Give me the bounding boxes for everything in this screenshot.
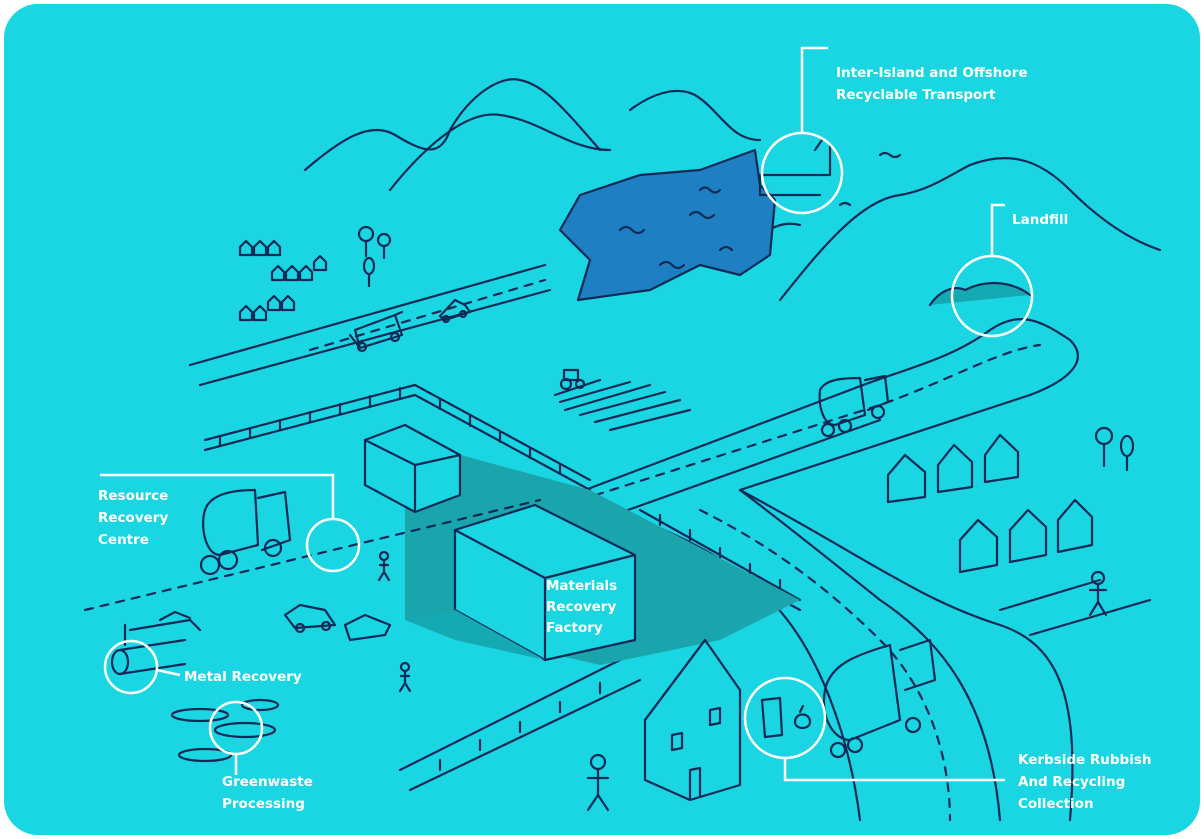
tanker-truck-left-icon bbox=[199, 488, 292, 576]
houses-right-icon bbox=[886, 433, 1094, 574]
person-icon bbox=[377, 550, 1108, 812]
label-kerbside-2: And Recycling bbox=[1018, 774, 1125, 790]
ship-icon bbox=[758, 138, 902, 207]
label-greenwaste-1: Greenwaste bbox=[222, 774, 313, 790]
warehouse-icon bbox=[363, 423, 462, 514]
hills-icon bbox=[303, 78, 1162, 302]
callout-metal bbox=[103, 639, 159, 695]
truck-icon bbox=[348, 310, 404, 353]
label-materials-2: Recovery bbox=[546, 599, 616, 615]
dashed-path bbox=[83, 498, 542, 612]
tractor-icon bbox=[559, 368, 586, 391]
collection-truck-icon bbox=[822, 638, 937, 759]
lake-icon bbox=[558, 148, 777, 302]
label-materials-1: Materials bbox=[546, 578, 617, 594]
field-rows-icon bbox=[553, 378, 692, 432]
greenwaste-icon bbox=[170, 698, 280, 763]
label-kerbside-1: Kerbside Rubbish bbox=[1018, 752, 1152, 768]
pipe-icon bbox=[110, 610, 202, 676]
label-inter-island-2: Recyclable Transport bbox=[836, 87, 996, 103]
label-inter-island-1: Inter-Island and Offshore bbox=[836, 65, 1028, 81]
top-road-icon bbox=[188, 263, 552, 387]
fence-icon bbox=[203, 383, 802, 792]
factory-building-icon bbox=[405, 503, 637, 662]
rubbish-bin-icon bbox=[760, 696, 812, 739]
landfill-mound-icon bbox=[928, 281, 1032, 307]
label-materials-3: Factory bbox=[546, 620, 603, 636]
houses-icon bbox=[238, 239, 328, 322]
label-greenwaste-2: Processing bbox=[222, 796, 305, 812]
tanker-truck-icon bbox=[818, 374, 890, 438]
label-metal: Metal Recovery bbox=[184, 669, 302, 685]
label-resource-1: Resource bbox=[98, 488, 168, 504]
car-icon bbox=[438, 298, 472, 324]
house-icon bbox=[643, 638, 742, 802]
trees-icon bbox=[357, 225, 1135, 472]
label-resource-2: Recovery bbox=[98, 510, 168, 526]
label-kerbside-3: Collection bbox=[1018, 796, 1094, 812]
label-landfill: Landfill bbox=[1012, 212, 1068, 228]
label-resource-3: Centre bbox=[98, 532, 149, 548]
cars-icon bbox=[283, 603, 392, 642]
